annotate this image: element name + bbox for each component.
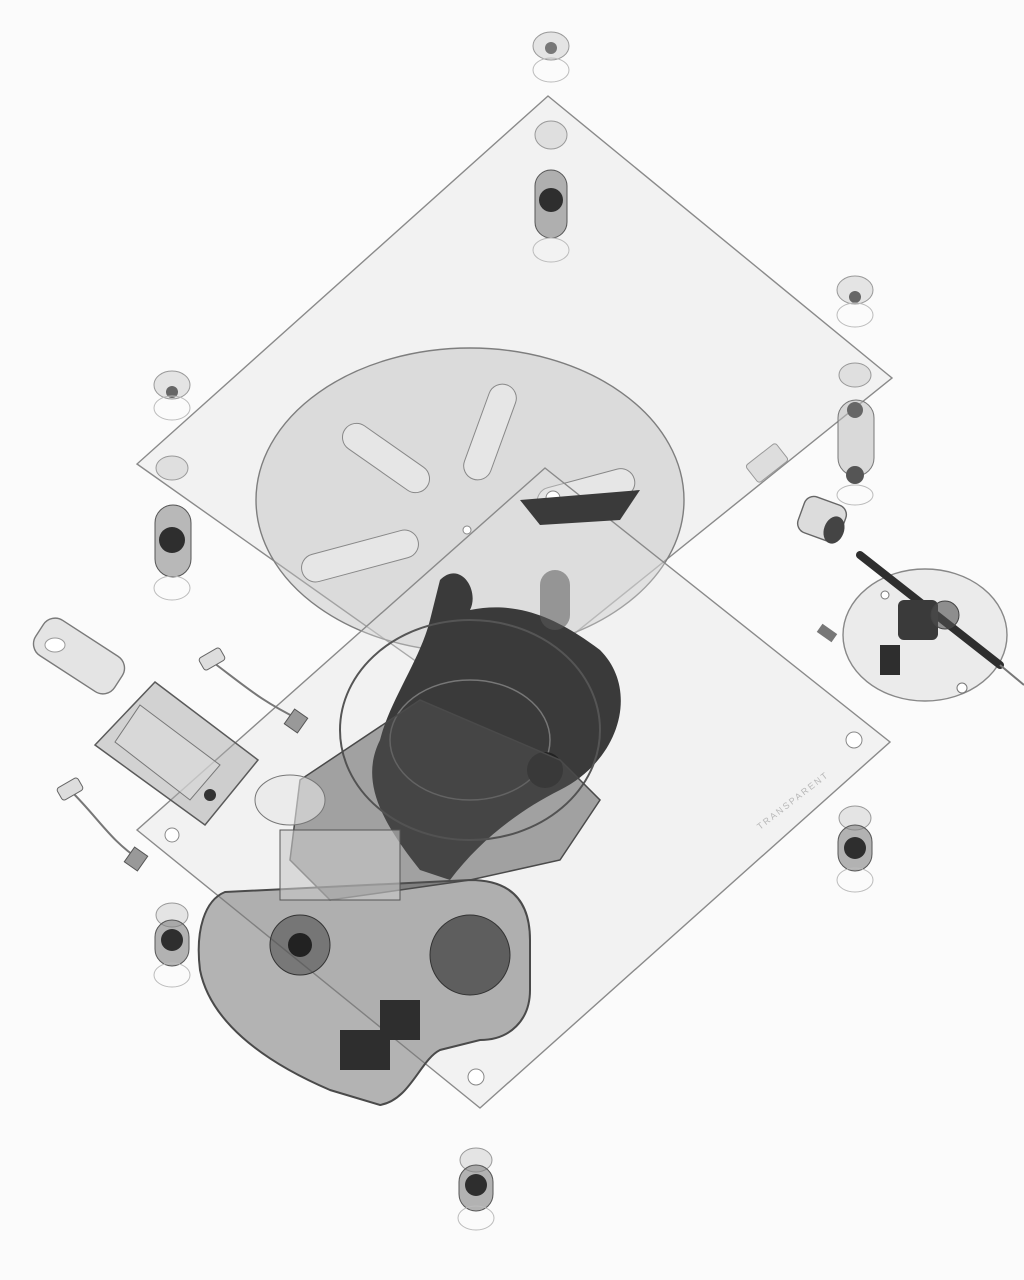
control-board: [93, 680, 260, 827]
left-upper-foot: [153, 370, 191, 421]
top-center-post: [532, 120, 570, 263]
upper-cable: [198, 647, 309, 734]
top-center-foot: [532, 31, 570, 83]
left-upper-post: [153, 455, 192, 601]
lower-cable: [56, 777, 149, 872]
switch-cover: [32, 617, 126, 695]
right-lower-foot: [836, 805, 874, 893]
right-upper-post: [836, 362, 875, 506]
tonearm-counterweight: [796, 495, 848, 544]
left-lower-foot: [153, 902, 191, 988]
tonearm-assembly: [842, 551, 1024, 702]
bottom-housing: [197, 699, 601, 1107]
bottom-center-foot: [457, 1147, 495, 1231]
right-upper-foot: [836, 275, 874, 328]
headshell-screw: [816, 623, 838, 643]
